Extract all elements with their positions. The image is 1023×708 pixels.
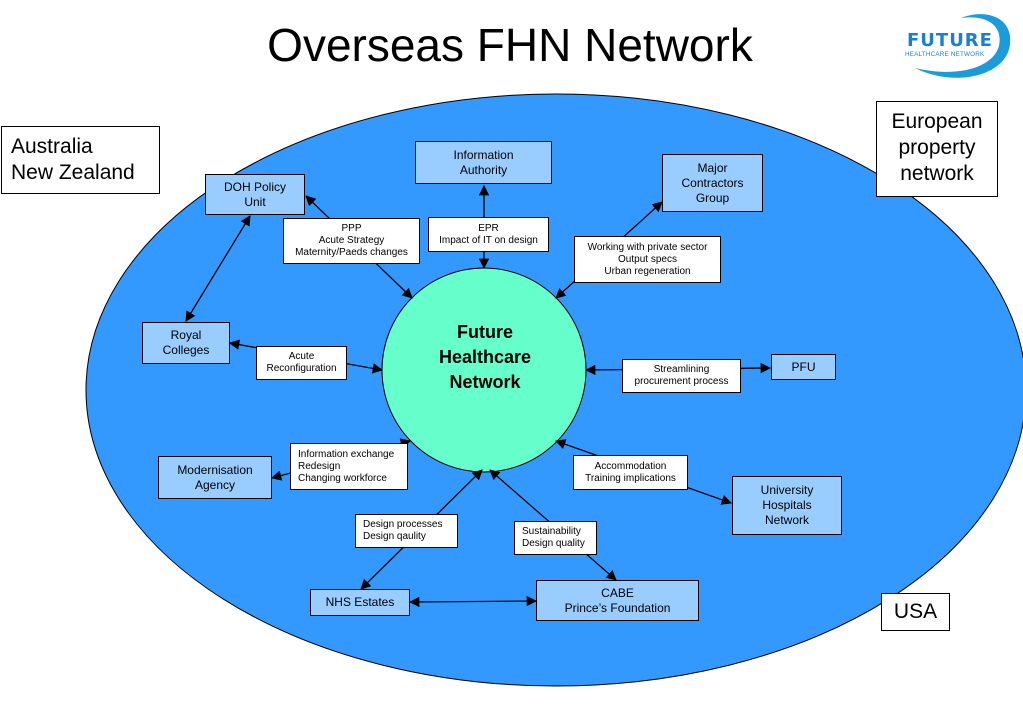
label-ppp: PPP Acute Strategy Maternity/Paeds chang… <box>283 218 420 264</box>
label-private-sector: Working with private sector Output specs… <box>574 236 721 283</box>
node-nhs-estates: NHS Estates <box>310 589 410 616</box>
node-pfu: PFU <box>771 354 836 380</box>
label-acute-reconfiguration: Acute Reconfiguration <box>256 346 347 380</box>
label-design-processes: Design processes Design qaulity <box>355 514 458 548</box>
page-title: Overseas FHN Network <box>267 19 753 71</box>
logo-swoosh-icon <box>915 14 1011 78</box>
node-university-hospitals: University Hospitals Network <box>732 476 842 535</box>
region-usa: USA <box>881 593 950 631</box>
arrow-nhs-cabe <box>408 595 538 608</box>
label-information-exchange: Information exchange Redesign Changing w… <box>290 443 408 490</box>
arrow-doh-royal <box>185 215 251 322</box>
node-major-contractors: Major Contractors Group <box>662 154 763 212</box>
node-doh-policy-unit: DOH Policy Unit <box>205 174 305 215</box>
node-modernisation-agency: Modernisation Agency <box>158 456 272 499</box>
label-epr: EPR Impact of IT on design <box>428 217 549 252</box>
label-accommodation: Accommodation Training implications <box>573 455 688 490</box>
future-healthcare-network-logo: FUTURE HEALTHCARE NETWORK <box>895 6 1015 88</box>
region-european-property-network: European property network <box>876 101 998 197</box>
node-information-authority: Information Authority <box>415 141 552 184</box>
center-node-label: Future Healthcare Network <box>438 322 532 392</box>
logo-word: FUTURE <box>907 30 993 51</box>
label-streamlining: Streamlining procurement process <box>622 359 741 393</box>
node-cabe: CABE Prince’s Foundation <box>536 580 699 621</box>
region-australia-new-zealand: Australia New Zealand <box>1 126 160 194</box>
node-royal-colleges: Royal Colleges <box>142 322 230 364</box>
logo-subtitle: HEALTHCARE NETWORK <box>905 51 985 58</box>
label-sustainability: Sustainability Design quality <box>514 521 597 555</box>
